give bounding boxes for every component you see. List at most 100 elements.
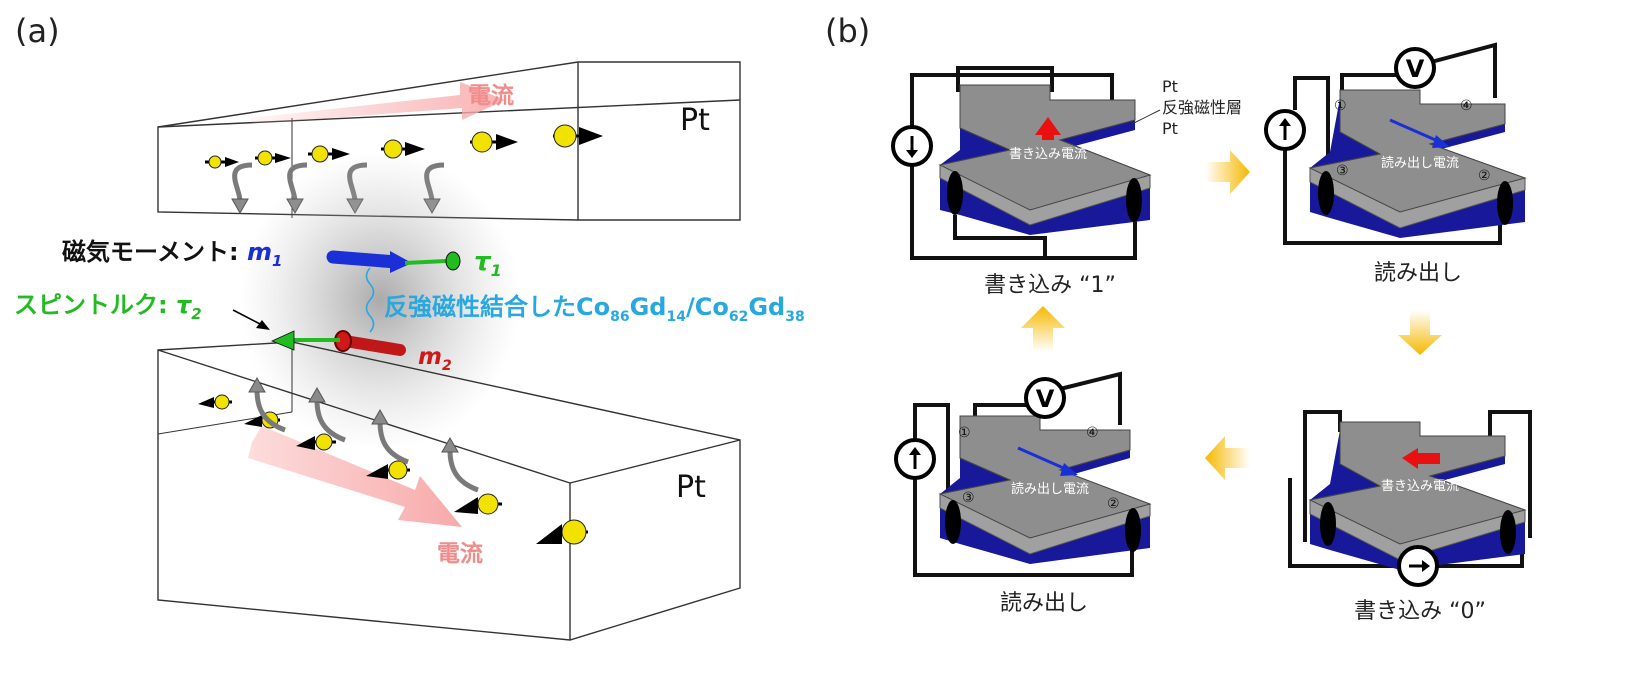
current-source-4 — [894, 438, 936, 480]
moment-label: 磁気モーメント: m1 — [62, 238, 282, 270]
read-current-label-top: 読み出し電流 — [1381, 155, 1459, 171]
terminal-4-bottom: ④ — [1086, 425, 1099, 441]
current-source-1 — [891, 125, 933, 167]
gd14-sub: 14 — [666, 309, 686, 325]
contact-left-3 — [1320, 502, 1336, 546]
cross-device-3 — [1308, 421, 1527, 570]
voltmeter-top: V — [1394, 47, 1436, 89]
caption-read-bottom: 読み出し — [1000, 591, 1088, 616]
panel-b-label: (b) — [825, 12, 870, 50]
contact-right-1 — [1126, 178, 1142, 222]
cross-device-2 — [1308, 89, 1527, 238]
coupling-label: 反強磁性結合したCo86Gd14/Co62Gd38 — [384, 293, 805, 325]
tau1-sub: 1 — [491, 261, 502, 280]
torque-tau1-arrow — [404, 251, 461, 271]
write-arrow-left — [1402, 448, 1440, 469]
current-source-2 — [1264, 109, 1306, 151]
write-current-label-1: 書き込み電流 — [1009, 147, 1087, 162]
contact-right-4 — [1125, 508, 1141, 552]
torque-label-text: スピントルク: — [14, 291, 176, 319]
read-arrow-bottom-head — [1060, 463, 1078, 476]
voltmeter-top-label: V — [1406, 55, 1425, 83]
tau2-main: τ — [176, 291, 193, 319]
coupling-squiggle — [365, 267, 375, 333]
current-label-top: 電流 — [468, 82, 514, 109]
gd-b: Gd — [748, 293, 785, 321]
tau1-main: τ — [474, 247, 492, 277]
caption-write-1: 書き込み “1” — [984, 273, 1116, 298]
m1-sub: 1 — [272, 252, 282, 270]
bottom-spin-row — [198, 394, 588, 545]
tau2-sub: 2 — [191, 305, 201, 323]
co-b: Co — [695, 293, 729, 321]
moment-label-text: 磁気モーメント: — [62, 238, 247, 266]
device-write-0: 書き込み電流 書き込み “0” — [1288, 410, 1532, 624]
torque-tau2-arrow — [270, 330, 340, 351]
torque-label: スピントルク: τ2 — [14, 291, 202, 323]
moment-m1-arrow — [326, 250, 412, 273]
current-arrow-bottom — [248, 426, 462, 527]
flow-arrow-up — [1021, 306, 1065, 352]
read-arrow-top-head — [1432, 135, 1450, 148]
layer-pt-top: Pt — [1162, 77, 1178, 96]
device-write-1: 書き込み電流 Pt 反強磁性層 Pt 書き込み “1” — [891, 66, 1242, 298]
m1-label: m — [247, 238, 272, 266]
slash: / — [686, 293, 695, 321]
layer-afm: 反強磁性層 — [1162, 98, 1242, 117]
contact-left-2 — [1318, 171, 1334, 215]
pt-label-top: Pt — [680, 103, 710, 138]
m2-sub: 2 — [442, 358, 452, 374]
write-current-label-0: 書き込み電流 — [1381, 479, 1459, 494]
terminal-2-bottom: ② — [1107, 496, 1120, 512]
read-arrow-bottom — [1017, 446, 1069, 472]
gd38-sub: 38 — [785, 309, 804, 325]
panel-a-label: (a) — [15, 12, 60, 50]
gd-a: Gd — [630, 293, 667, 321]
layer-pt-bottom: Pt — [1162, 119, 1178, 138]
layer-pointer — [1131, 109, 1161, 125]
pt-label-bottom: Pt — [676, 470, 706, 505]
wire-read-top — [1283, 42, 1502, 245]
caption-read-top: 読み出し — [1374, 261, 1462, 286]
voltmeter-bottom: V — [1024, 377, 1066, 419]
contact-right-3 — [1500, 510, 1516, 554]
cross-device-1 — [938, 84, 1152, 235]
terminal-2-top: ② — [1478, 168, 1491, 184]
flow-arrow-right — [1205, 150, 1250, 194]
co86-sub: 86 — [610, 309, 629, 325]
contact-left-4 — [945, 500, 961, 544]
flow-arrow-down — [1398, 310, 1442, 355]
m2-label: m2 — [418, 344, 452, 374]
m2-main: m — [418, 344, 442, 370]
terminal-1-top: ① — [1334, 98, 1347, 114]
read-current-label-bottom: 読み出し電流 — [1011, 481, 1089, 497]
co62-sub: 62 — [729, 309, 748, 325]
wire-write-0 — [1288, 410, 1532, 568]
contact-right-2 — [1497, 181, 1513, 225]
panel-b: (b) 書き込み電流 Pt 反強磁性層 Pt 書き込み “1” — [825, 12, 1532, 624]
wire-read-bottom — [913, 371, 1134, 577]
terminal-4-top: ④ — [1460, 98, 1473, 114]
caption-write-0: 書き込み “0” — [1354, 599, 1486, 624]
tau1-label: τ1 — [474, 247, 502, 280]
coupling-prefix: 反強磁性結合した — [384, 293, 576, 321]
tau2-pointer — [232, 309, 270, 330]
flow-arrow-left — [1205, 436, 1250, 480]
write-arrow-up — [1035, 117, 1061, 140]
read-arrow-top — [1389, 118, 1441, 144]
current-label-bottom: 電流 — [437, 540, 483, 567]
contact-left-1 — [947, 171, 963, 215]
terminal-3-top: ③ — [1336, 163, 1349, 179]
device-read-top: V ① ④ ③ ② 読み出し電流 読み出し — [1264, 42, 1527, 286]
panel-a: (a) 電流 Pt — [14, 12, 805, 641]
co-a: Co — [576, 293, 610, 321]
interaction-cloud — [240, 150, 520, 450]
terminal-3-bottom: ③ — [962, 490, 975, 506]
cross-device-4 — [938, 415, 1152, 564]
current-arrow-top — [250, 82, 505, 124]
current-source-3 — [1397, 545, 1439, 587]
terminal-1-bottom: ① — [958, 425, 971, 441]
device-read-bottom: V ① ④ ③ ② 読み出し電流 読み出し — [894, 371, 1152, 616]
voltmeter-bottom-label: V — [1036, 385, 1055, 413]
